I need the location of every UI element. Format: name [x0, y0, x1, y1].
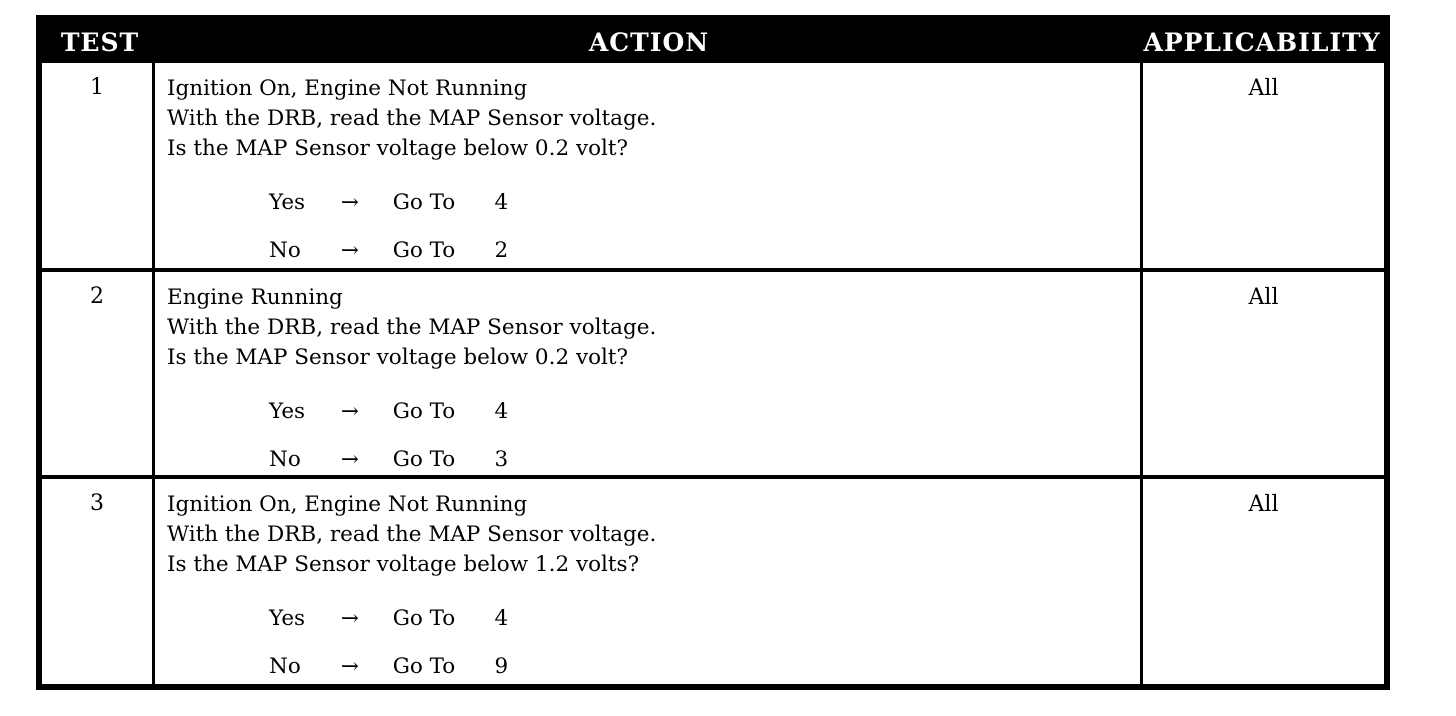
arrow-right-icon: →	[340, 654, 359, 679]
branch-no: No → Go To 2	[167, 236, 1128, 266]
arrow-right-icon: →	[340, 399, 359, 424]
table-row: 3 Ignition On, Engine Not Running With t…	[42, 475, 1384, 684]
branch-yes: Yes → Go To 4	[167, 188, 1128, 218]
branch-verb: Go To	[392, 399, 456, 424]
test-number: 2	[42, 272, 155, 475]
action-line: Ignition On, Engine Not Running	[167, 76, 528, 101]
table-body: 1 Ignition On, Engine Not Running With t…	[42, 63, 1384, 684]
table-header-row: TEST ACTION APPLICABILITY	[42, 21, 1384, 63]
test-number: 1	[42, 63, 155, 268]
table-header-applicability: APPLICABILITY	[1143, 27, 1381, 57]
branch-target-test: 4	[494, 399, 509, 424]
branch-verb: Go To	[392, 654, 456, 679]
action-line: Is the MAP Sensor voltage below 1.2 volt…	[167, 552, 640, 577]
test-number: 3	[42, 479, 155, 684]
branch-target-test: 4	[494, 606, 509, 631]
action-line: With the DRB, read the MAP Sensor voltag…	[167, 522, 657, 547]
branch-target-test: 9	[494, 654, 509, 679]
action-line: Engine Running	[167, 285, 343, 310]
branch-no: No → Go To 9	[167, 652, 1128, 682]
branch-answer: Yes	[269, 190, 306, 215]
arrow-right-icon: →	[340, 447, 359, 472]
branch-answer: No	[269, 447, 301, 472]
action-cell: Engine Running With the DRB, read the MA…	[155, 272, 1143, 475]
applicability-value: All	[1248, 492, 1279, 517]
branch-verb: Go To	[392, 190, 456, 215]
branch-verb: Go To	[392, 606, 456, 631]
action-line: Is the MAP Sensor voltage below 0.2 volt…	[167, 345, 629, 370]
branch-yes: Yes → Go To 4	[167, 604, 1128, 634]
action-line: With the DRB, read the MAP Sensor voltag…	[167, 315, 657, 340]
action-cell: Ignition On, Engine Not Running With the…	[155, 63, 1143, 268]
branch-answer: No	[269, 238, 301, 263]
table-row: 2 Engine Running With the DRB, read the …	[42, 268, 1384, 475]
branch-target-test: 4	[494, 190, 509, 215]
diagnostic-test-table: TEST ACTION APPLICABILITY 1 Ignition On,…	[36, 15, 1390, 690]
branch-answer: Yes	[269, 399, 306, 424]
action-cell: Ignition On, Engine Not Running With the…	[155, 479, 1143, 684]
arrow-right-icon: →	[340, 190, 359, 215]
arrow-right-icon: →	[340, 238, 359, 263]
table-row: 1 Ignition On, Engine Not Running With t…	[42, 63, 1384, 268]
branch-no: No → Go To 3	[167, 445, 1128, 475]
branch-answer: Yes	[269, 606, 306, 631]
action-line: With the DRB, read the MAP Sensor voltag…	[167, 106, 657, 131]
applicability-value: All	[1248, 285, 1279, 310]
branch-verb: Go To	[392, 447, 456, 472]
action-line: Ignition On, Engine Not Running	[167, 492, 528, 517]
table-header-test: TEST	[60, 27, 140, 57]
applicability-value: All	[1248, 76, 1279, 101]
action-line: Is the MAP Sensor voltage below 0.2 volt…	[167, 136, 629, 161]
branch-verb: Go To	[392, 238, 456, 263]
table-header-action: ACTION	[588, 27, 710, 57]
arrow-right-icon: →	[340, 606, 359, 631]
branch-target-test: 3	[494, 447, 509, 472]
branch-answer: No	[269, 654, 301, 679]
branch-yes: Yes → Go To 4	[167, 397, 1128, 427]
branch-target-test: 2	[494, 238, 509, 263]
